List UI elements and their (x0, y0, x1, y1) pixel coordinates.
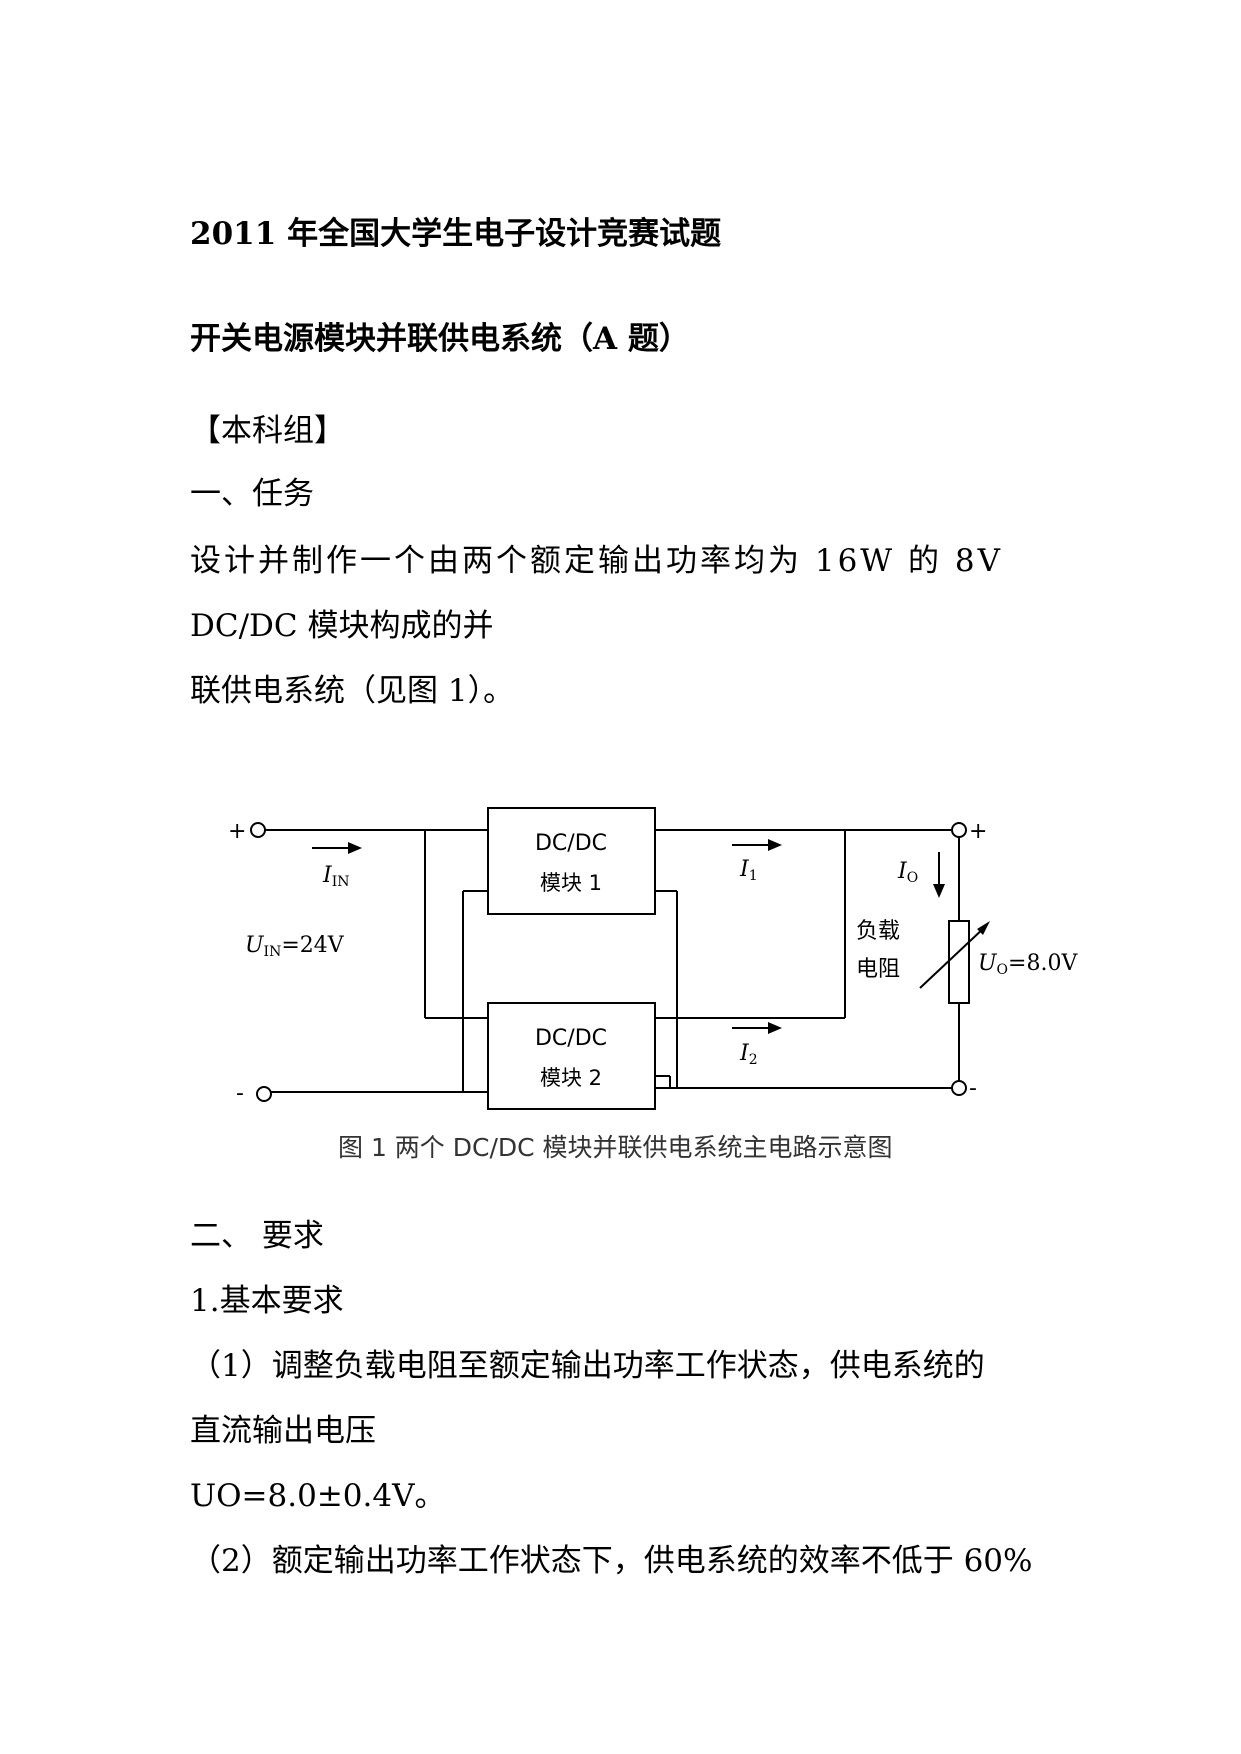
requirement-1-line-1: （1）调整负载电阻至额定输出功率工作状态，供电系统的 (190, 1348, 985, 1384)
basic-requirements-heading: 1.基本要求 (190, 1283, 344, 1319)
requirement-2-line: （2）额定输出功率工作状态下，供电系统的效率不低于 60% (190, 1543, 1033, 1579)
i2-label: I2 (739, 1041, 758, 1068)
problem-title: 开关电源模块并联供电系统（A 题） (190, 321, 690, 357)
input-plus-label: + (228, 819, 246, 844)
requirements-heading: 二、 要求 (190, 1218, 324, 1254)
module1-label-line1: DC/DC (535, 831, 607, 856)
task-line-1: 设计并制作一个由两个额定输出功率均为 16W 的 8V (190, 543, 1003, 579)
i-in-label: IIN (322, 863, 349, 890)
requirement-1-line-3: UO=8.0±0.4V。 (190, 1478, 446, 1514)
figure-caption: 图 1 两个 DC/DC 模块并联供电系统主电路示意图 (338, 1133, 893, 1162)
task-heading: 一、任务 (190, 476, 314, 512)
requirement-1-line-2: 直流输出电压 (190, 1413, 376, 1449)
load-label-line2: 电阻 (856, 957, 900, 982)
output-plus-label: + (969, 819, 987, 844)
circuit-diagram: + - + - IIN UIN=24V DC/DC 模块 1 DC/DC 模块 … (228, 807, 1078, 1110)
page-title: 2011 年全国大学生电子设计竞赛试题 (190, 216, 722, 252)
output-minus-label: - (969, 1076, 977, 1101)
i1-label: I1 (739, 857, 758, 884)
section-tag: 【本科组】 (190, 413, 345, 449)
task-line-3: 联供电系统（见图 1）。 (190, 673, 515, 709)
module1-label-line2: 模块 1 (540, 871, 602, 895)
input-minus-label: - (236, 1081, 244, 1106)
module2-label-line2: 模块 2 (540, 1066, 602, 1090)
load-label-line1: 负载 (856, 919, 900, 944)
task-line-2: DC/DC 模块构成的并 (190, 608, 494, 644)
io-label: IO (897, 859, 918, 886)
u-in-label: UIN=24V (245, 933, 345, 960)
module2-label-line1: DC/DC (535, 1026, 607, 1051)
uo-label: UO=8.0V (978, 951, 1078, 978)
